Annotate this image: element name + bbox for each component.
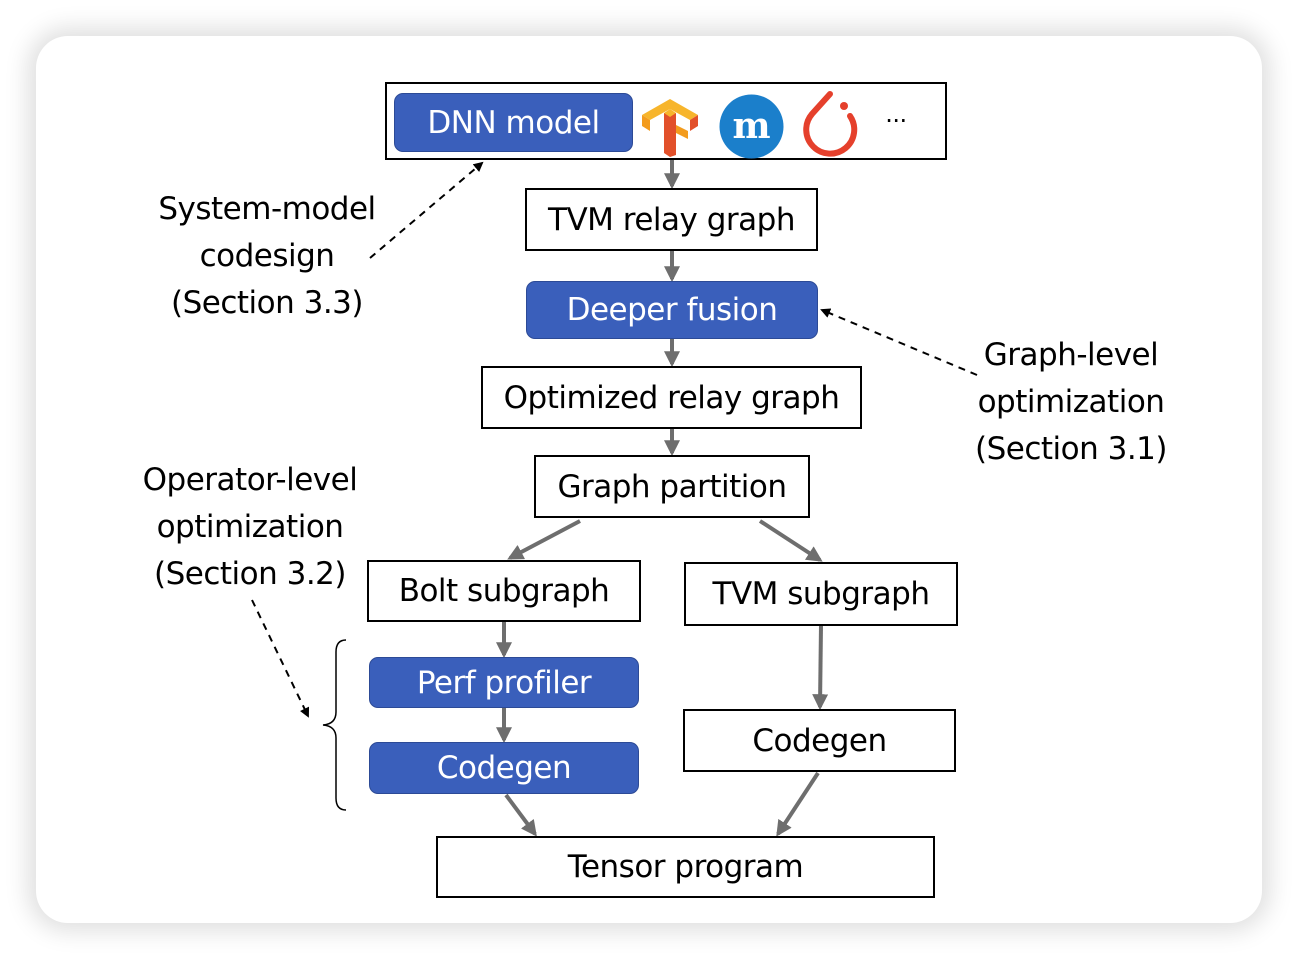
annotation-line: optimization <box>156 509 344 545</box>
dnn-model-label: DNN model <box>427 104 600 141</box>
deeper-fusion-node[interactable]: Deeper fusion <box>526 281 818 339</box>
perf-profiler-label: Perf profiler <box>416 664 592 701</box>
tensor-program-label: Tensor program <box>567 849 804 885</box>
dnn-model-node[interactable]: DNN model <box>394 93 633 152</box>
tensor-program-node[interactable]: Tensor program <box>436 836 935 898</box>
tvm-relay-graph-node[interactable]: TVM relay graph <box>525 188 818 251</box>
tvm-relay-graph-label: TVM relay graph <box>548 201 795 238</box>
bolt-codegen-node[interactable]: Codegen <box>369 742 639 794</box>
bolt-subgraph-label: Bolt subgraph <box>398 573 610 609</box>
tvm-subgraph-label: TVM subgraph <box>712 576 930 612</box>
optimized-relay-graph-node[interactable]: Optimized relay graph <box>481 366 862 429</box>
perf-profiler-node[interactable]: Perf profiler <box>369 657 639 708</box>
annotation-line: codesign <box>199 238 335 274</box>
annotation-line: Operator-level <box>142 462 358 498</box>
tvm-codegen-node[interactable]: Codegen <box>683 709 956 772</box>
annotation-line: optimization <box>977 384 1165 420</box>
mxnet-icon: m <box>719 94 784 159</box>
tvm-subgraph-node[interactable]: TVM subgraph <box>684 562 958 626</box>
bolt-codegen-label: Codegen <box>436 750 572 786</box>
pytorch-icon <box>803 91 858 157</box>
annotation-line: (Section 3.1) <box>974 431 1168 467</box>
annotation-line: (Section 3.3) <box>170 285 364 321</box>
optimized-relay-graph-label: Optimized relay graph <box>503 379 840 416</box>
tensorflow-icon <box>642 99 698 157</box>
annotation-line: Graph-level <box>983 337 1159 373</box>
more-frameworks-ellipsis: ··· <box>885 107 907 135</box>
graph-partition-label: Graph partition <box>557 468 787 505</box>
graph-partition-node[interactable]: Graph partition <box>534 455 810 518</box>
annotation-system-model-codesign: System-model codesign (Section 3.3) <box>140 186 394 327</box>
tvm-codegen-label: Codegen <box>752 722 887 759</box>
annotation-operator-level-optimization: Operator-level optimization (Section 3.2… <box>122 457 378 598</box>
bolt-subgraph-node[interactable]: Bolt subgraph <box>367 560 641 622</box>
annotation-line: (Section 3.2) <box>153 556 347 592</box>
svg-text:m: m <box>732 105 770 147</box>
deeper-fusion-label: Deeper fusion <box>566 292 778 328</box>
annotation-line: System-model <box>158 191 376 227</box>
annotation-graph-level-optimization: Graph-level optimization (Section 3.1) <box>960 332 1182 473</box>
